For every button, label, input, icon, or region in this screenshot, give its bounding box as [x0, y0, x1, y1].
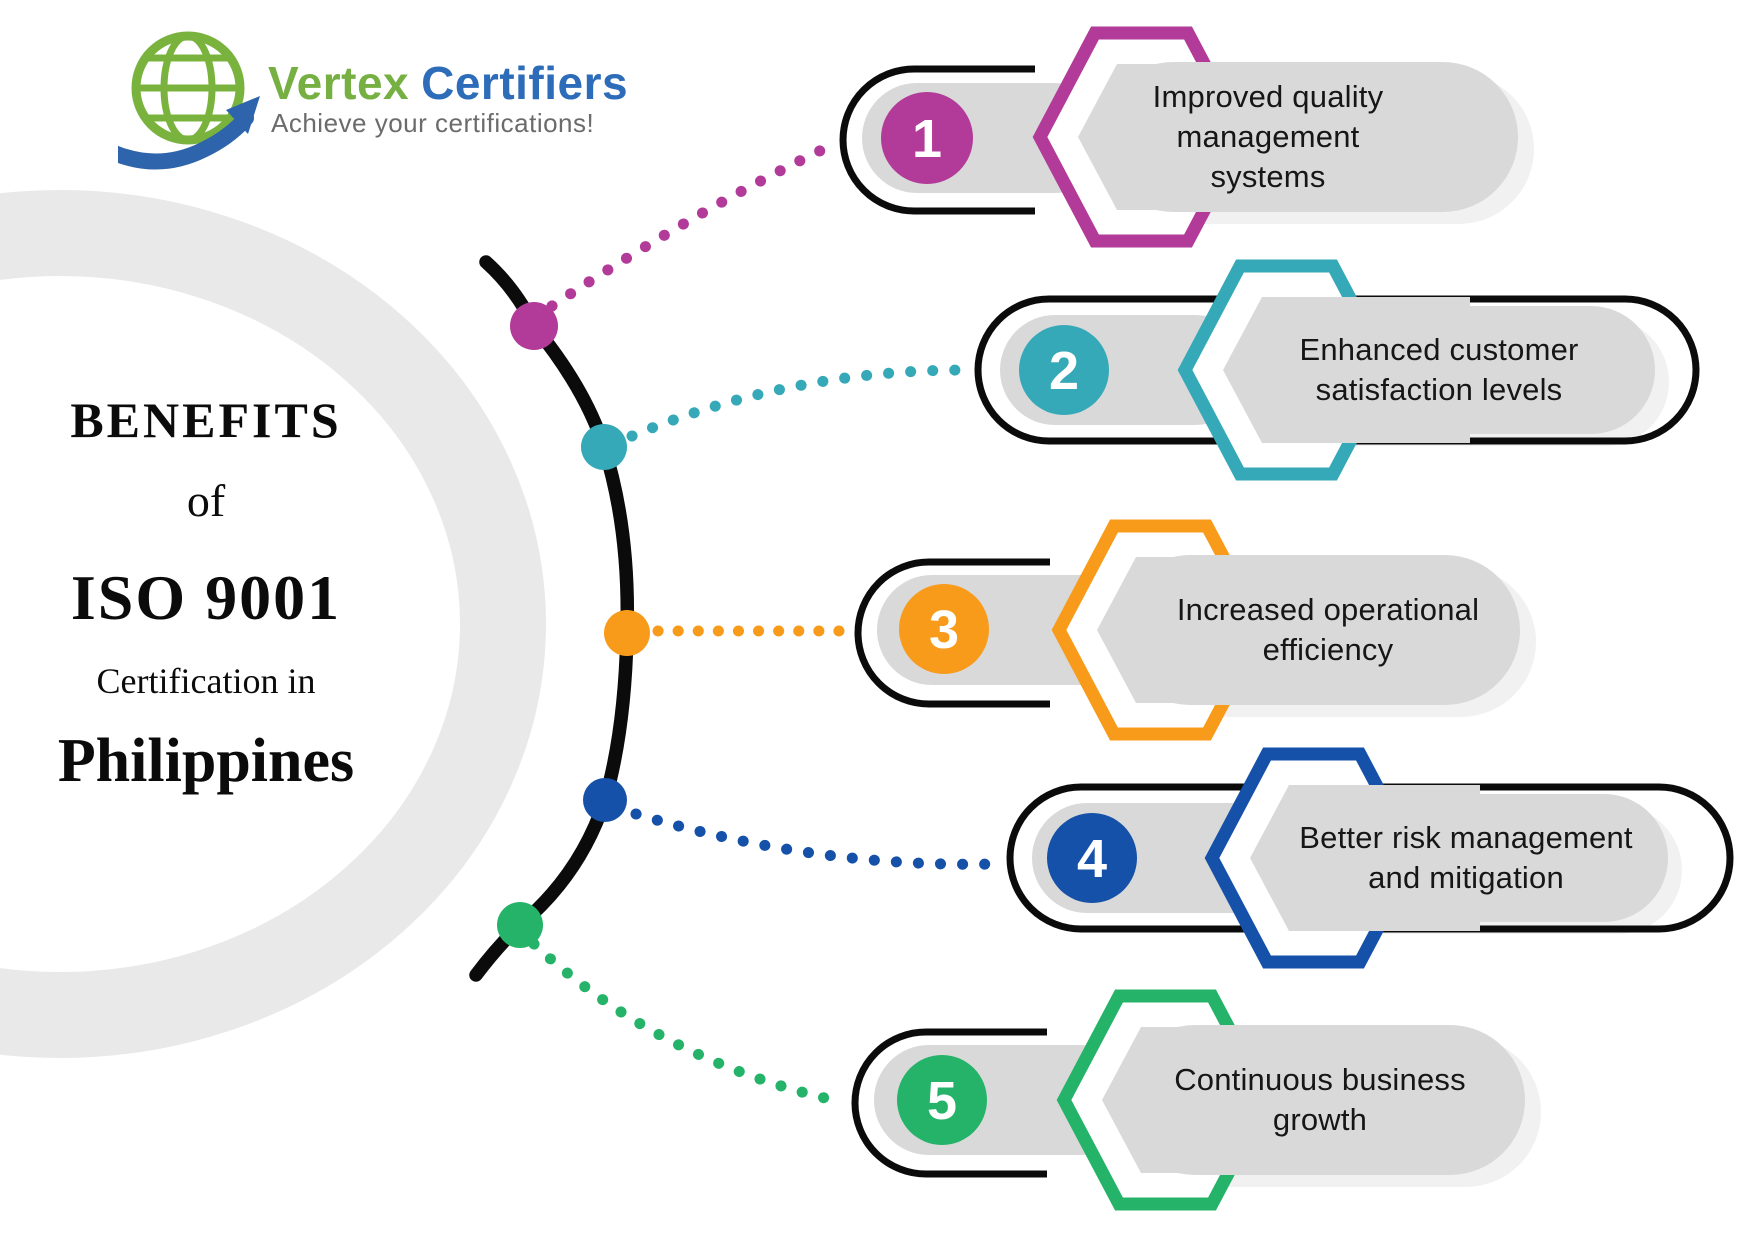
- arc-node-5: [497, 902, 543, 948]
- black-capsule-outline-5: [851, 1028, 1047, 1178]
- benefit-label-5-line2: growth: [1272, 1102, 1368, 1137]
- benefit-label-1: Improved quality management systems: [1058, 77, 1478, 197]
- benefit-label-1-line1: Improved quality: [1152, 79, 1384, 114]
- benefit-label-5-line1: Continuous business: [1174, 1062, 1466, 1097]
- benefit-label-4-line2: and mitigation: [1368, 860, 1564, 895]
- hexagon-inner-arrow-4: [1250, 785, 1480, 931]
- benefit-label-2-line1: Enhanced customer: [1299, 332, 1579, 367]
- title-ring: [0, 190, 546, 1058]
- number-circle-2: [1019, 325, 1109, 415]
- number-circle-3: [899, 584, 989, 674]
- benefit-module-2: 2: [974, 259, 1700, 481]
- benefit-label-4-line1: Better risk management: [1299, 820, 1633, 855]
- brand-tagline: Achieve your certifications!: [271, 108, 595, 138]
- benefit-label-4: Better risk management and mitigation: [1256, 818, 1676, 898]
- brand-name-part2: Certifiers: [421, 57, 629, 109]
- title-benefits: BENEFITS: [70, 392, 342, 448]
- benefit-module-3: 3: [854, 519, 1536, 741]
- benefit-module-5: 5: [851, 989, 1541, 1211]
- number-label-4: 4: [1077, 829, 1107, 889]
- hexagon-inner-arrow-2: [1223, 297, 1470, 443]
- connector-dotted-1: [546, 140, 836, 312]
- benefit-label-2: Enhanced customer satisfaction levels: [1229, 330, 1649, 410]
- black-capsule-outline-1: [839, 65, 1035, 215]
- connector-dotted-4: [630, 808, 1000, 870]
- hexagon-inner-arrow-1: [1078, 64, 1300, 210]
- benefit-label-1-line3: systems: [1210, 159, 1326, 194]
- title-block: BENEFITS of ISO 9001 Certification in Ph…: [0, 392, 412, 795]
- number-circle-1: [881, 92, 973, 184]
- arc-node-1: [510, 302, 558, 350]
- benefit-label-1-line2: management: [1176, 119, 1360, 154]
- number-label-3: 3: [929, 600, 959, 660]
- connector-dotted-5: [528, 938, 848, 1108]
- benefit-label-3-line2: efficiency: [1262, 632, 1394, 667]
- benefit-module-4: 4: [1006, 747, 1734, 969]
- title-certification-in: Certification in: [96, 661, 316, 701]
- benefit-module-1: 1: [839, 26, 1534, 248]
- number-circle-4: [1047, 813, 1137, 903]
- benefit-label-3-line1: Increased operational: [1176, 592, 1480, 627]
- title-country: Philippines: [57, 727, 355, 795]
- globe-arrow-icon: [118, 31, 260, 170]
- number-circle-5: [897, 1055, 987, 1145]
- connector-dotted-2: [626, 364, 972, 442]
- number-label-2: 2: [1049, 341, 1079, 401]
- benefit-label-2-line2: satisfaction levels: [1315, 372, 1563, 407]
- black-capsule-outline-3: [854, 558, 1050, 708]
- arc-node-3: [604, 610, 650, 656]
- number-label-5: 5: [927, 1071, 957, 1131]
- benefit-label-5: Continuous business growth: [1110, 1060, 1530, 1140]
- title-iso-9001: ISO 9001: [70, 562, 342, 633]
- arc-node-4: [583, 778, 627, 822]
- brand-name-part1: Vertex: [268, 57, 410, 109]
- arc-node-2: [581, 424, 627, 470]
- benefit-label-3: Increased operational efficiency: [1118, 590, 1538, 670]
- number-label-1: 1: [912, 109, 942, 169]
- hexagon-inner-arrow-5: [1102, 1027, 1335, 1173]
- title-of: of: [186, 475, 226, 526]
- hexagon-inner-arrow-3: [1097, 557, 1330, 703]
